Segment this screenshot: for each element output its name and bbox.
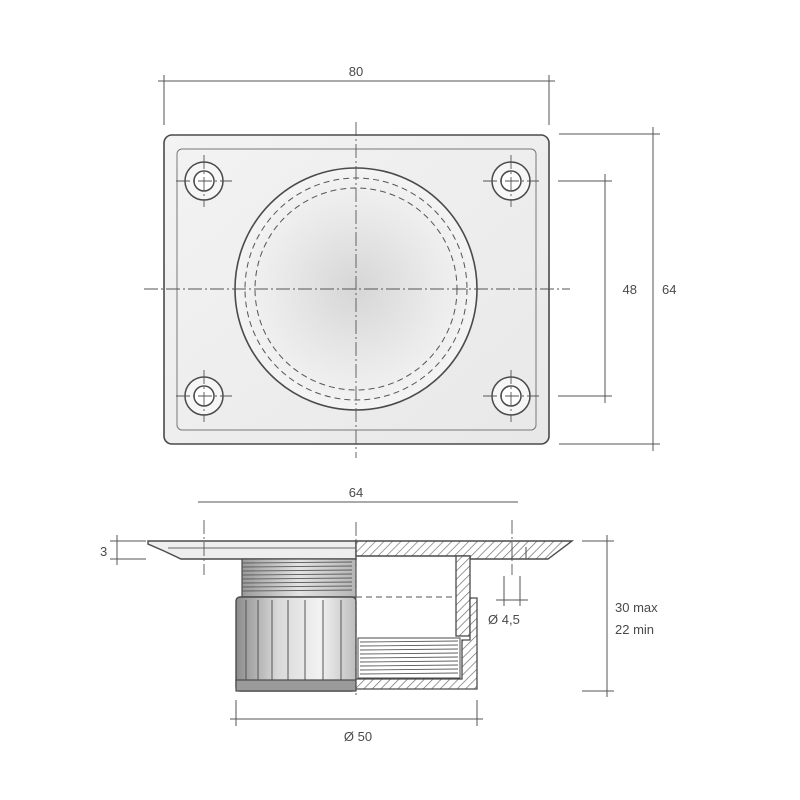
- foot-diameter-label: Ø 50: [344, 729, 372, 744]
- foot-base: [235, 679, 357, 692]
- dimension-hole-diameter: Ø 4,5: [488, 576, 528, 627]
- thread-lines: [241, 561, 353, 592]
- internal-thread-lines: [359, 640, 459, 675]
- exterior-half: [147, 540, 357, 692]
- dimension-hole-spacing: 48: [558, 174, 637, 403]
- hole-diameter-label: Ø 4,5: [488, 612, 520, 627]
- section-half: [355, 540, 575, 690]
- height-max-label: 30 max: [615, 600, 658, 615]
- knurled-foot: [235, 596, 357, 692]
- plate-inner-edge: [176, 148, 537, 431]
- width-label: 80: [349, 64, 363, 79]
- dimension-section-hole-spacing: 64: [198, 485, 518, 503]
- top-view-centerlines: [144, 122, 570, 458]
- plate-flange: [147, 540, 357, 560]
- hole-spacing-label: 48: [623, 282, 637, 297]
- dimension-height-range: 30 max 22 min: [582, 535, 658, 697]
- section-centerlines: [203, 520, 513, 698]
- inner-tube-wall: [455, 555, 471, 637]
- section-hole-spacing-label: 64: [349, 485, 363, 500]
- dimension-width: 80: [158, 64, 555, 125]
- dimension-foot-diameter: Ø 50: [230, 700, 483, 744]
- dimension-height: 64: [559, 127, 676, 451]
- section-view: 64 3 Ø 4,5 30 max 22 min: [100, 485, 658, 744]
- knurl-ribs: [245, 600, 342, 680]
- dimension-plate-thickness: 3: [100, 535, 146, 565]
- height-label: 64: [662, 282, 676, 297]
- top-view: 80 64 48: [144, 64, 676, 458]
- height-min-label: 22 min: [615, 622, 654, 637]
- plate-thickness-label: 3: [100, 544, 107, 559]
